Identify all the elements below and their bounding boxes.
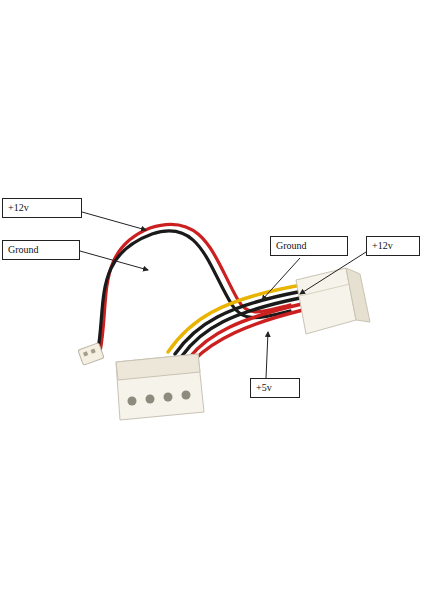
fan-cable <box>97 224 290 356</box>
callout-box: +12v <box>366 236 420 256</box>
wire-label: Ground <box>276 240 342 252</box>
wire-label: Ground <box>8 244 74 256</box>
molex-wires <box>168 286 303 360</box>
molex-female <box>116 354 204 420</box>
molex-male <box>296 268 370 334</box>
callout-box: +5v <box>250 378 300 398</box>
callout-box: Ground <box>2 240 80 260</box>
leader-lines <box>80 212 366 378</box>
fan-plug <box>78 343 104 366</box>
wire-label: +5v <box>256 382 294 394</box>
wire-label: +12v <box>8 202 76 214</box>
wire-label: +12v <box>372 240 414 252</box>
callout-box: Ground <box>270 236 348 256</box>
callout-box: +12v <box>2 198 82 218</box>
